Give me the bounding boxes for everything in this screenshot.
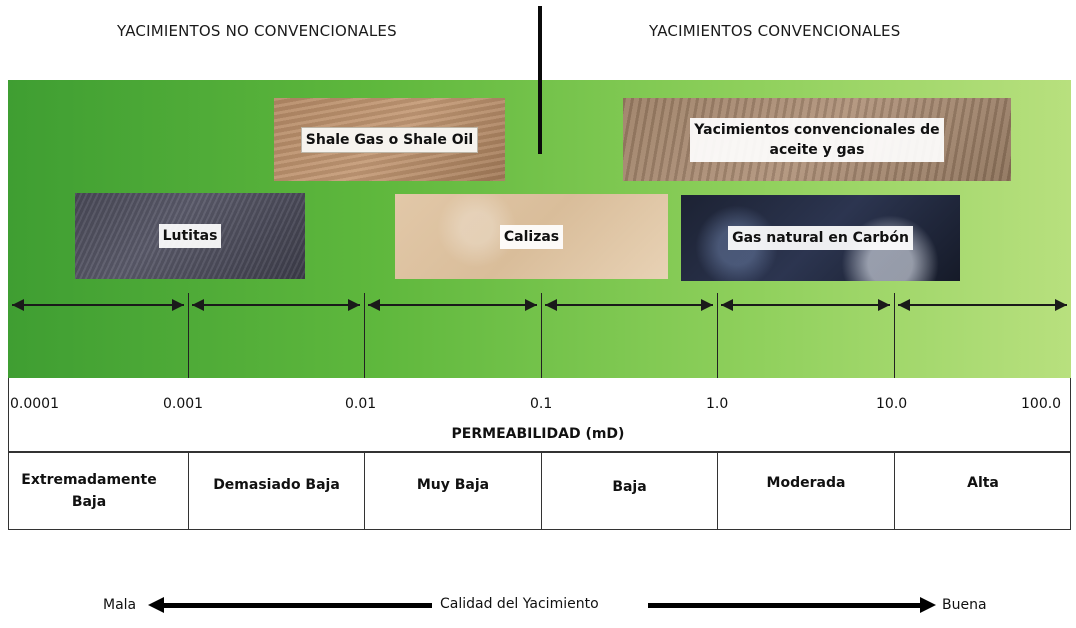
class-too-low: Demasiado Baja xyxy=(213,477,340,493)
header-conventional: YACIMIENTOS CONVENCIONALES xyxy=(649,22,901,40)
class-separator xyxy=(188,452,189,530)
band-separator xyxy=(188,293,189,378)
band-separator xyxy=(717,293,718,378)
range-arrow xyxy=(192,295,360,315)
arrow-left-icon xyxy=(12,299,24,311)
scale-tick: 100.0 xyxy=(1021,396,1062,412)
arrow-right-icon xyxy=(172,299,184,311)
band-separator xyxy=(894,293,895,378)
rock-shale-label: Shale Gas o Shale Oil xyxy=(300,126,479,153)
quality-low-label: Mala xyxy=(103,597,137,613)
class-separator xyxy=(541,452,542,530)
conventional-divider xyxy=(538,6,542,154)
class-separator xyxy=(894,452,895,530)
arrow-left-icon xyxy=(148,597,164,613)
scale-tick: 0.001 xyxy=(163,396,204,412)
rock-conventional-label-line1: Yacimientos convencionales de xyxy=(694,121,940,138)
arrow-left-icon xyxy=(898,299,910,311)
band-separator xyxy=(541,293,542,378)
rock-conventional-label-line2: aceite y gas xyxy=(769,141,865,158)
rock-carbon-label: Gas natural en Carbón xyxy=(728,226,913,250)
rock-carbon: Gas natural en Carbón xyxy=(681,195,960,281)
rock-conventional-label: Yacimientos convencionales de aceite y g… xyxy=(690,117,944,162)
arrow-right-icon xyxy=(701,299,713,311)
scale-tick: 10.0 xyxy=(876,396,908,412)
arrow-right-icon xyxy=(1055,299,1067,311)
range-arrow xyxy=(898,295,1067,315)
permeability-classes xyxy=(8,452,1071,530)
scale-tick: 0.01 xyxy=(345,396,377,412)
class-extremely-low: Extremadamente Baja xyxy=(21,472,157,510)
class-moderate: Moderada xyxy=(766,475,846,491)
arrow-left-icon xyxy=(192,299,204,311)
scale-tick: 1.0 xyxy=(706,396,729,412)
range-arrow xyxy=(12,295,184,315)
band-separator xyxy=(364,293,365,378)
scale-tick: 0.1 xyxy=(530,396,553,412)
arrow-left-icon xyxy=(368,299,380,311)
quality-arrow-right-line xyxy=(648,603,922,608)
arrow-right-icon xyxy=(525,299,537,311)
range-arrow xyxy=(721,295,890,315)
quality-title: Calidad del Yacimiento xyxy=(440,596,599,612)
class-very-low: Muy Baja xyxy=(416,477,490,493)
axis-title: PERMEABILIDAD (mD) xyxy=(451,426,625,442)
rock-lutitas: Lutitas xyxy=(75,193,305,279)
class-separator xyxy=(717,452,718,530)
class-high: Alta xyxy=(967,475,999,491)
range-arrow xyxy=(545,295,713,315)
arrow-right-icon xyxy=(920,597,936,613)
header-unconventional: YACIMIENTOS NO CONVENCIONALES xyxy=(117,22,397,40)
arrow-left-icon xyxy=(545,299,557,311)
class-separator xyxy=(364,452,365,530)
rock-conventional: Yacimientos convencionales de aceite y g… xyxy=(623,98,1011,181)
rock-lutitas-label: Lutitas xyxy=(158,224,222,248)
rock-shale-gas: Shale Gas o Shale Oil xyxy=(274,98,505,181)
scale-tick: 0.0001 xyxy=(10,396,59,412)
arrow-right-icon xyxy=(348,299,360,311)
quality-arrow-left-line xyxy=(162,603,432,608)
rock-calizas: Calizas xyxy=(395,194,668,279)
arrow-right-icon xyxy=(878,299,890,311)
arrow-left-icon xyxy=(721,299,733,311)
permeability-scale xyxy=(8,378,1071,452)
rock-calizas-label: Calizas xyxy=(499,224,564,249)
class-low: Baja xyxy=(612,479,647,495)
quality-high-label: Buena xyxy=(942,597,987,613)
range-arrow xyxy=(368,295,537,315)
